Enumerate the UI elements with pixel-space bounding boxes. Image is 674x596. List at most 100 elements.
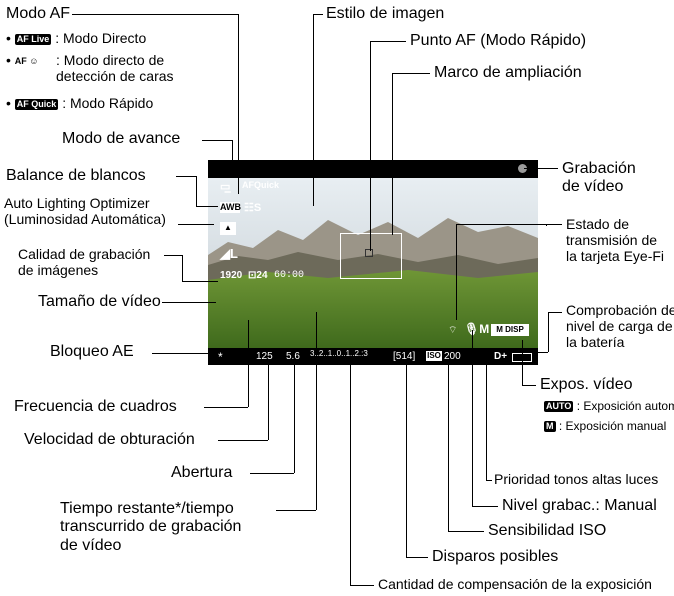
- mic-icon: 🎙M: [464, 322, 490, 336]
- shots-remaining: [514]: [393, 351, 416, 362]
- label-velocidad: Velocidad de obturación: [24, 431, 195, 448]
- line-tiempo-up: [316, 312, 317, 510]
- label-estilo: Estilo de imagen: [326, 5, 445, 22]
- line-tamano: [162, 302, 216, 303]
- line-sensibilidad: [448, 531, 484, 532]
- line-bloqueo: [152, 353, 212, 354]
- line-sensibilidad-up: [448, 362, 449, 531]
- expos-auto-row: AUTO : Exposición automática: [544, 399, 674, 413]
- label-calidad: Calidad de grabación de imágenes: [18, 246, 151, 279]
- remaining-time: 60:00: [274, 270, 305, 281]
- recording-indicator: [518, 164, 527, 173]
- label-tamano: Tamaño de vídeo: [38, 293, 161, 310]
- label-punto-af: Punto AF (Modo Rápido): [410, 32, 587, 49]
- line-eyefi: [546, 224, 562, 225]
- bullet-af-live: • AF Live : Modo Directo: [6, 30, 147, 46]
- line-prioridad: [486, 480, 492, 481]
- iso-value: 200: [444, 351, 461, 362]
- line-nivel: [472, 506, 498, 507]
- line-estilo: [313, 14, 323, 15]
- line-balance: [176, 176, 196, 177]
- line-compensacion-up: [350, 362, 351, 585]
- line-bateria-in: [538, 352, 548, 353]
- label-compensacion: Cantidad de compensación de la exposició…: [378, 576, 652, 592]
- landscape-scene: [208, 160, 538, 365]
- drive-mode-icon: ▭̲: [220, 181, 231, 193]
- aperture-value: 5.6: [286, 351, 300, 362]
- expos-manual-row: M : Exposición manual: [544, 419, 667, 433]
- label-modo-af: Modo AF: [6, 5, 71, 22]
- line-bateria: [548, 312, 562, 313]
- line-avance-down: [232, 140, 233, 178]
- line-marco: [392, 73, 430, 74]
- frame-rate-icon: ⊡24: [248, 270, 268, 281]
- line-expos: [522, 385, 536, 386]
- auto-lighting-optimizer-icon: ▲: [220, 222, 236, 235]
- label-grabacion: Grabación de vídeo: [562, 160, 636, 196]
- white-balance-icon: AWB: [220, 202, 241, 213]
- video-size-icon: 1920: [220, 270, 243, 281]
- line-calidad-in: [182, 281, 218, 282]
- line-disparos: [406, 557, 428, 558]
- label-af-face: : Modo directo de detección de caras: [56, 52, 174, 85]
- label-tiempo: Tiempo restante*/tiempo transcurrido de …: [60, 500, 242, 554]
- ae-lock-icon: *: [218, 350, 223, 364]
- magnification-frame: [340, 233, 402, 279]
- line-eyefi-left: [456, 224, 546, 225]
- af-quick-icon: AFQuick: [242, 180, 280, 190]
- line-avance: [202, 140, 232, 141]
- iso-icon: ISO: [426, 351, 442, 361]
- line-punto-af-down: [370, 41, 371, 251]
- line-estilo-down: [313, 14, 314, 206]
- label-expos-video: Expos. vídeo: [540, 376, 633, 393]
- line-balance-in: [196, 206, 218, 207]
- line-balance-down: [196, 176, 197, 206]
- eye-fi-icon: ⌔: [448, 325, 458, 336]
- line-modo-af-down: [238, 14, 239, 194]
- label-sensibilidad: Sensibilidad ISO: [488, 522, 607, 539]
- image-quality-icon: ◢L: [220, 246, 238, 261]
- highlight-priority-icon: D+: [494, 351, 508, 362]
- label-eyefi: Estado de transmisión de la tarjeta Eye-…: [566, 216, 665, 265]
- line-frecuencia: [204, 407, 248, 408]
- line-alo: [178, 224, 214, 225]
- af-point: [365, 249, 373, 257]
- movie-exposure-icon: M DISP: [491, 324, 529, 336]
- line-calidad: [164, 255, 182, 256]
- bullet-af-face: • AF ☺: [6, 52, 39, 68]
- live-view-screen: ▭̲ AFQuick AWB ☷S ▲ ◢L 1920 ⊡24 60:00 ⌔ …: [208, 160, 538, 365]
- label-bloqueo: Bloqueo AE: [50, 343, 134, 360]
- expos-manual-icon: M: [544, 421, 556, 433]
- bullet-af-quick: • AF Quick : Modo Rápido: [6, 95, 154, 111]
- label-marco: Marco de ampliación: [434, 64, 582, 81]
- label-abertura: Abertura: [171, 464, 233, 481]
- line-nivel-up: [472, 330, 473, 506]
- line-grabacion: [524, 168, 558, 169]
- line-compensacion: [350, 585, 374, 586]
- line-tiempo: [276, 510, 316, 511]
- line-frecuencia-up: [248, 320, 249, 407]
- shutter-speed: 125: [256, 351, 273, 362]
- label-nivel: Nivel grabac.: Manual: [502, 497, 657, 514]
- picture-style-icon: ☷S: [244, 202, 262, 214]
- line-velocidad-up: [268, 362, 269, 440]
- line-disparos-up: [406, 362, 407, 557]
- line-velocidad: [218, 440, 268, 441]
- line-bateria-down: [548, 312, 549, 352]
- line-marco-down: [392, 73, 393, 235]
- line-eyefi-v: [546, 224, 547, 226]
- line-abertura: [250, 473, 294, 474]
- label-alo: Auto Lighting Optimizer (Luminosidad Aut…: [4, 195, 166, 228]
- exposure-level-scale: 3..2..1..0..1..2.:3: [310, 349, 368, 358]
- label-disparos: Disparos posibles: [432, 548, 559, 565]
- line-eyefi-down: [456, 224, 457, 320]
- label-frecuencia: Frecuencia de cuadros: [14, 398, 177, 415]
- line-prioridad-up: [486, 362, 487, 480]
- line-punto-af: [370, 41, 406, 42]
- label-balance: Balance de blancos: [6, 167, 146, 184]
- label-prioridad: Prioridad tonos altas luces: [494, 471, 659, 487]
- expos-auto-icon: AUTO: [544, 401, 574, 413]
- label-modo-avance: Modo de avance: [62, 130, 181, 147]
- label-bateria: Comprobación del nivel de carga de la ba…: [566, 302, 674, 351]
